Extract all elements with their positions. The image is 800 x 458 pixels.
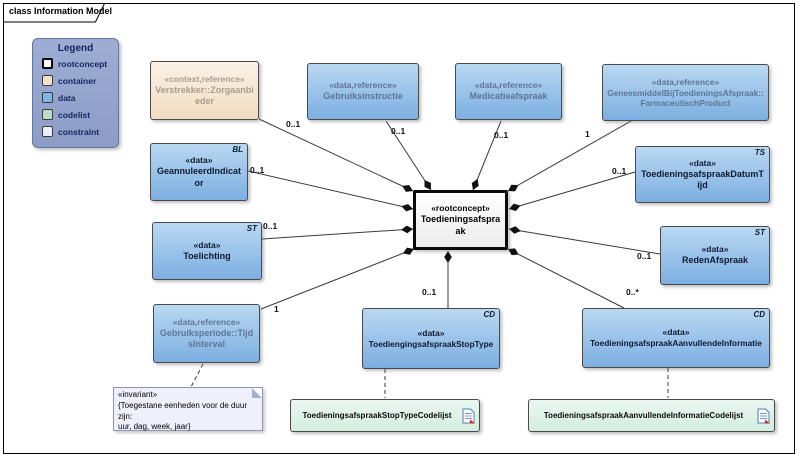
- assoc-gebruiksperiode[interactable]: [260, 247, 415, 310]
- multiplicity-datumtijd: 0..1: [612, 166, 627, 176]
- data-swatch: [42, 92, 53, 103]
- multiplicity-stoptype: 0..1: [422, 287, 437, 297]
- stereotype: «data»: [689, 157, 716, 168]
- multiplicity-geneesmiddel: 1: [585, 129, 590, 139]
- multiplicity-gebruiksperiode: 1: [274, 304, 279, 314]
- multiplicity-gebruiksinstructie: 0..1: [391, 126, 406, 136]
- document-icon: [462, 408, 475, 423]
- node-name: Gebruiksinstructie: [323, 91, 403, 102]
- node-name: GeneesmiddelBijToedieningsAfspraak::Farm…: [607, 87, 764, 109]
- node-toedieningsafspraakdatumtijd[interactable]: TS «data» ToedieningsafspraakDatumTijd: [635, 146, 770, 203]
- codelist-swatch: [42, 109, 53, 120]
- legend-label: container: [58, 75, 97, 86]
- legend-label: rootconcept: [58, 58, 108, 69]
- assoc-geneesmiddel[interactable]: [507, 120, 632, 192]
- assoc-medicatieafspraak[interactable]: [471, 120, 502, 191]
- node-toedieningsafspraakaanvullendeinformatie[interactable]: CD «data» ToedieningsafspraakAanvullende…: [582, 308, 770, 368]
- multiplicity-toelichting: 0..1: [263, 221, 278, 231]
- note-stereotype: «invariant»: [118, 390, 158, 399]
- node-stoptype-codelijst[interactable]: ToedieningsafspraakStopTypeCodelijst: [290, 399, 480, 432]
- node-toelichting[interactable]: ST «data» Toelichting: [152, 222, 262, 280]
- multiplicity-aanvullende: 0..*: [626, 287, 639, 297]
- node-medicatieafspraak[interactable]: «data,reference» Medicatieafspraak: [455, 63, 562, 120]
- assoc-verstrekker[interactable]: [258, 118, 414, 192]
- node-aanvullendeinformatie-codelijst[interactable]: ToedieningsafspraakAanvullendeInformatie…: [528, 399, 775, 432]
- node-name: Toedieningsafspraak: [420, 214, 501, 236]
- stereotype: «data,reference»: [474, 80, 543, 91]
- node-toedieningsafspraakstoptype[interactable]: CD «data» ToediengingsafspraakStopType: [362, 308, 500, 369]
- document-icon: [757, 408, 770, 423]
- node-geannuleerdindicator[interactable]: BL «data» GeannuleerdIndicator: [150, 143, 248, 201]
- rootconcept-swatch: [42, 58, 53, 69]
- invariant-note[interactable]: «invariant» {Toegestane eenheden voor de…: [113, 387, 263, 431]
- legend-item-constraint: constraint: [42, 124, 118, 139]
- multiplicity-verstrekker: 0..1: [286, 119, 301, 129]
- legend-label: data: [58, 92, 76, 103]
- legend-label: codelist: [58, 109, 91, 120]
- datatype-tag: CD: [483, 310, 495, 319]
- legend-item-container: container: [42, 73, 118, 88]
- assoc-toelichting[interactable]: [261, 225, 414, 240]
- assoc-geannuleerd[interactable]: [247, 170, 414, 212]
- note-text-line2: uur, dag, week, jaar}: [118, 422, 191, 432]
- node-name: ToedieningsafspraakDatumTijd: [641, 168, 764, 191]
- node-redenafspraak[interactable]: ST «data» RedenAfspraak: [660, 226, 770, 285]
- stereotype: «data»: [185, 155, 213, 166]
- tab-shape: [3, 3, 106, 23]
- diagram-tab: class Information Model: [3, 3, 113, 23]
- node-geneesmiddel-farmaceutischproduct[interactable]: «data,reference» GeneesmiddelBijToedieni…: [602, 64, 769, 121]
- node-name: ToedieningsafspraakAanvullendeInformatie…: [543, 410, 744, 420]
- multiplicity-geannuleerd: 0..1: [250, 165, 265, 175]
- legend-item-rootconcept: rootconcept: [42, 56, 118, 71]
- legend-item-codelist: codelist: [42, 107, 118, 122]
- datatype-tag: ST: [246, 224, 257, 233]
- datatype-tag: ST: [754, 228, 765, 237]
- stereotype: «data»: [417, 327, 445, 338]
- node-gebruiksperiode-tijdsinterval[interactable]: «data,reference» Gebruiksperiode::TijdsI…: [153, 304, 260, 363]
- node-verstrekker-zorgaanbieder[interactable]: «context,reference» Verstrekker::Zorgaan…: [150, 61, 259, 120]
- assoc-datumtijd[interactable]: [508, 171, 636, 211]
- datatype-tag: TS: [754, 148, 765, 157]
- assoc-redenafspraak[interactable]: [508, 226, 661, 255]
- node-name: Toelichting: [183, 250, 231, 261]
- node-name: ToediengingsafspraakStopType: [368, 338, 494, 349]
- stereotype: «data»: [193, 239, 221, 250]
- diagram-frame: [3, 3, 795, 454]
- container-swatch: [42, 75, 53, 86]
- node-name: ToedieningsafspraakAanvullendeInformatie: [590, 338, 762, 349]
- assoc-aanvullende[interactable]: [507, 248, 625, 309]
- datatype-tag: CD: [753, 310, 765, 319]
- multiplicity-redenafspraak: 0..1: [637, 251, 652, 261]
- stereotype: «rootconcept»: [431, 203, 490, 214]
- node-name: Medicatieafspraak: [469, 91, 548, 102]
- legend-label: constraint: [58, 126, 100, 137]
- legend-item-data: data: [42, 90, 118, 105]
- legend-panel: Legend rootconcept container data codeli…: [32, 38, 119, 148]
- node-toedieningsafspraak-root[interactable]: «rootconcept» Toedieningsafspraak: [413, 190, 508, 250]
- stereotype: «context,reference»: [164, 73, 245, 84]
- constraint-swatch: [42, 126, 53, 137]
- stereotype: «data»: [662, 327, 690, 338]
- dependency-invariant-note[interactable]: [190, 363, 204, 388]
- node-name: ToedieningsafspraakStopTypeCodelijst: [302, 410, 452, 420]
- stereotype: «data,reference»: [172, 316, 241, 327]
- node-name: Verstrekker::Zorgaanbieder: [155, 84, 254, 107]
- stereotype: «data,reference»: [651, 76, 720, 87]
- node-name: Gebruiksperiode::TijdsInterval: [159, 327, 254, 350]
- diagram-title: class Information Model: [9, 6, 113, 16]
- stereotype: «data,reference»: [329, 80, 397, 91]
- node-name: GeannuleerdIndicator: [156, 166, 242, 188]
- assoc-gebruiksinstructie[interactable]: [385, 120, 432, 191]
- datatype-tag: BL: [232, 145, 243, 154]
- node-gebruiksinstructie[interactable]: «data,reference» Gebruiksinstructie: [307, 63, 419, 120]
- legend-title: Legend: [57, 43, 94, 54]
- node-name: RedenAfspraak: [681, 255, 749, 266]
- multiplicity-medicatieafspraak: 0..1: [494, 130, 509, 140]
- note-fold-corner: [252, 388, 262, 398]
- note-text-line1: {Toegestane eenheden voor de duur zijn:: [118, 400, 247, 421]
- stereotype: «data»: [701, 244, 729, 255]
